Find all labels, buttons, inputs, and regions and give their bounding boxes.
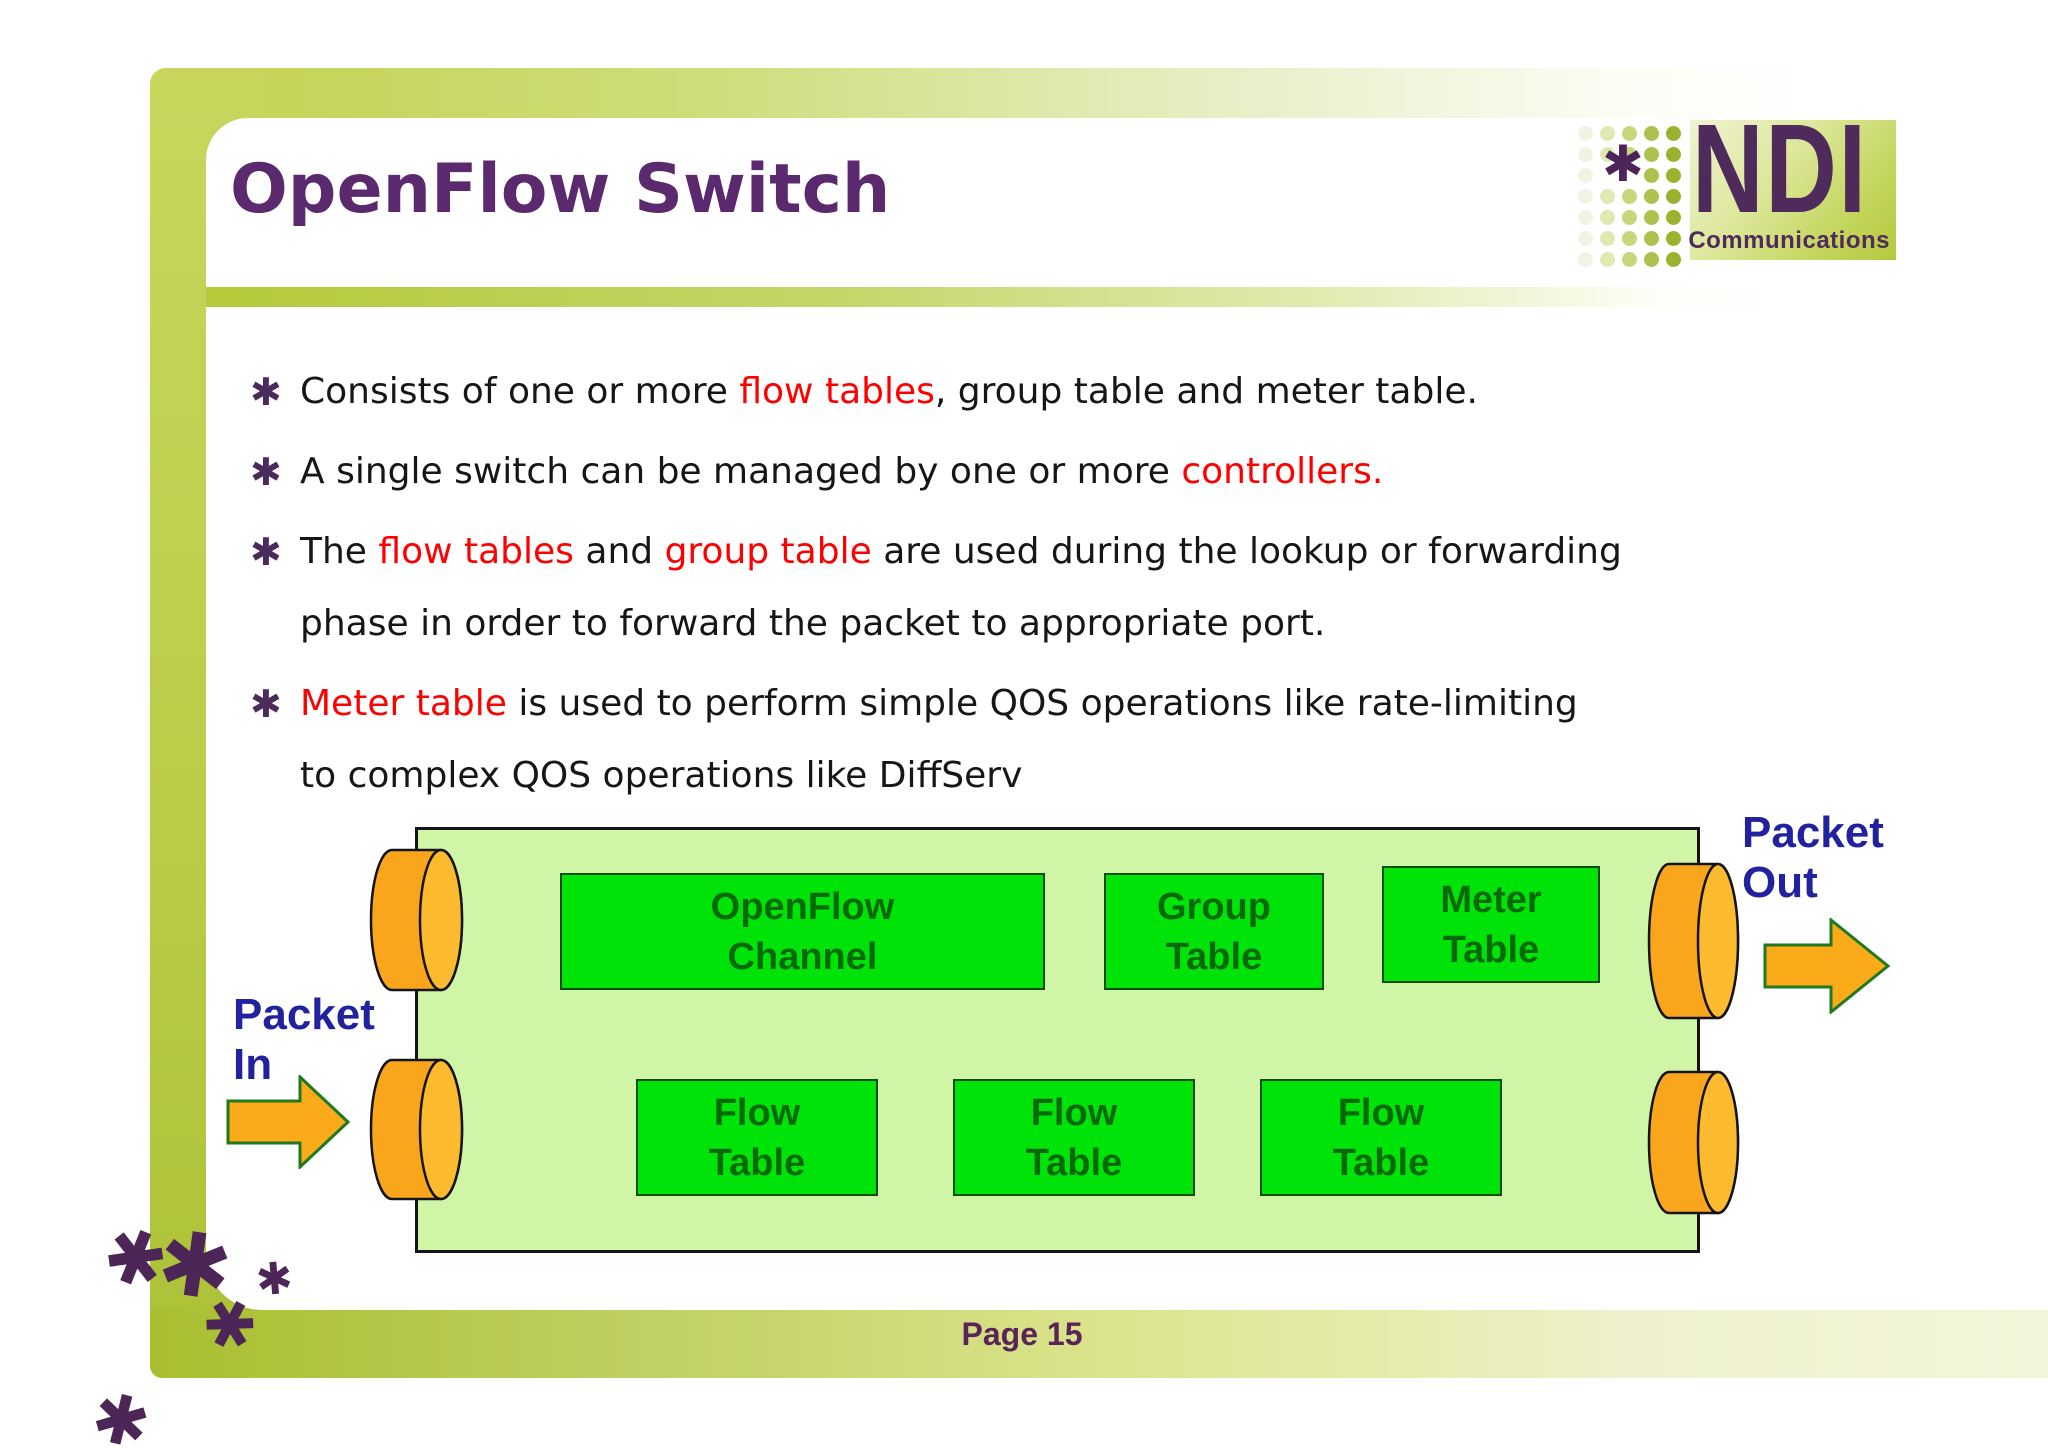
logo-dot (1622, 210, 1637, 225)
bullet-item: ✱ The flow tables and group table are use… (250, 516, 1970, 660)
logo-dot-grid (1578, 126, 1690, 270)
decor-asterisk-icon: ✱ (253, 1252, 295, 1307)
logo-asterisk-icon: ✱ (1602, 135, 1644, 193)
bullet-text: Consists of one or more flow tables, gro… (300, 371, 1478, 412)
packet-in-line2: In (233, 1040, 273, 1089)
box-label-line: OpenFlow (710, 885, 895, 928)
logo-dot (1644, 231, 1659, 246)
logo-dot (1666, 252, 1681, 267)
logo-dot (1622, 252, 1637, 267)
page-number: Page 15 (961, 1316, 1083, 1352)
port-cylinder-top-left-icon (369, 848, 464, 992)
bullet-asterisk-icon: ✱ (250, 370, 282, 414)
packet-in-arrow-icon (226, 1075, 351, 1169)
footer-band (150, 1310, 2048, 1378)
box-label-line: Meter (1440, 878, 1542, 921)
logo-dot (1578, 189, 1593, 204)
box-label-line: Flow (713, 1091, 801, 1134)
logo-dot (1578, 210, 1593, 225)
box-label-line: Flow (1337, 1091, 1425, 1134)
bullet-item: ✱ Consists of one or more flow tables, gr… (250, 356, 1970, 428)
logo-dot (1666, 147, 1681, 162)
logo-dot (1600, 126, 1615, 141)
logo-dot (1600, 210, 1615, 225)
logo-dot (1578, 147, 1593, 162)
packet-out-line1: Packet (1742, 808, 1884, 857)
bullet-item: ✱ Meter table is used to perform simple Q… (250, 668, 1970, 812)
packet-out-line2: Out (1742, 858, 1818, 907)
packet-in-line1: Packet (233, 990, 375, 1039)
title-underline-bar (206, 287, 1790, 307)
logo-dot (1644, 168, 1659, 183)
decor-asterisk-icon: ✱ (83, 1376, 158, 1448)
logo-dot (1578, 168, 1593, 183)
logo-dot (1600, 231, 1615, 246)
logo-dot (1578, 231, 1593, 246)
logo-dot (1644, 147, 1659, 162)
bullet-item: ✱ A single switch can be managed by one o… (250, 436, 1970, 508)
logo-background: NDI Communications (1688, 106, 1896, 260)
logo-dot (1622, 147, 1637, 162)
logo-dot (1600, 147, 1615, 162)
bullet-text: A single switch can be managed by one or… (300, 451, 1384, 492)
bullet-list: ✱ Consists of one or more flow tables, gr… (250, 356, 1970, 820)
logo-dot (1666, 168, 1681, 183)
bullet-asterisk-icon: ✱ (250, 682, 282, 726)
top-accent-band (150, 68, 2048, 118)
logo-dot (1644, 189, 1659, 204)
ndi-logo: NDI Communications ✱ (1578, 106, 1908, 270)
group-table-box: Group Table (1104, 873, 1324, 990)
box-label-line: Flow (1030, 1091, 1118, 1134)
logo-dot (1622, 189, 1637, 204)
logo-dot (1578, 126, 1593, 141)
bullet-asterisk-icon: ✱ (250, 530, 282, 574)
port-cylinder-top-right-icon (1647, 862, 1740, 1020)
logo-dot (1600, 252, 1615, 267)
box-label-line: Table (1442, 928, 1540, 971)
flow-table-box-1: Flow Table (636, 1079, 878, 1196)
flow-table-box-2: Flow Table (953, 1079, 1195, 1196)
meter-table-box: Meter Table (1382, 866, 1600, 983)
logo-dot (1666, 231, 1681, 246)
bullet-text: The flow tables and group table are used… (300, 531, 1622, 644)
port-cylinder-bottom-right-icon (1647, 1070, 1740, 1215)
page-title: OpenFlow Switch (230, 150, 891, 229)
box-label-line: Table (708, 1141, 806, 1184)
logo-dot (1600, 189, 1615, 204)
packet-in-label: Packet In (233, 990, 375, 1090)
logo-dot (1666, 210, 1681, 225)
box-label-line: Table (1332, 1141, 1430, 1184)
openflow-channel-box: OpenFlow Channel (560, 873, 1045, 990)
logo-subtitle: Communications (1688, 227, 1890, 254)
port-cylinder-bottom-left-icon (369, 1058, 464, 1201)
logo-dot (1644, 126, 1659, 141)
logo-dot (1666, 126, 1681, 141)
bullet-text: Meter table is used to perform simple QO… (300, 683, 1578, 796)
packet-out-label: Packet Out (1742, 808, 1884, 908)
logo-dot (1622, 231, 1637, 246)
flow-table-box-3: Flow Table (1260, 1079, 1502, 1196)
packet-out-arrow-icon (1763, 918, 1891, 1014)
box-label-line: Table (1025, 1141, 1123, 1184)
logo-brand: NDI (1692, 98, 1868, 240)
logo-dot (1578, 252, 1593, 267)
box-label-line: Table (1165, 935, 1263, 978)
box-label-line: Group (1157, 885, 1271, 928)
logo-dot (1644, 210, 1659, 225)
box-label-line: Channel (727, 935, 878, 978)
logo-dot (1622, 126, 1637, 141)
logo-dot (1666, 189, 1681, 204)
bullet-asterisk-icon: ✱ (250, 450, 282, 494)
logo-dot (1644, 252, 1659, 267)
